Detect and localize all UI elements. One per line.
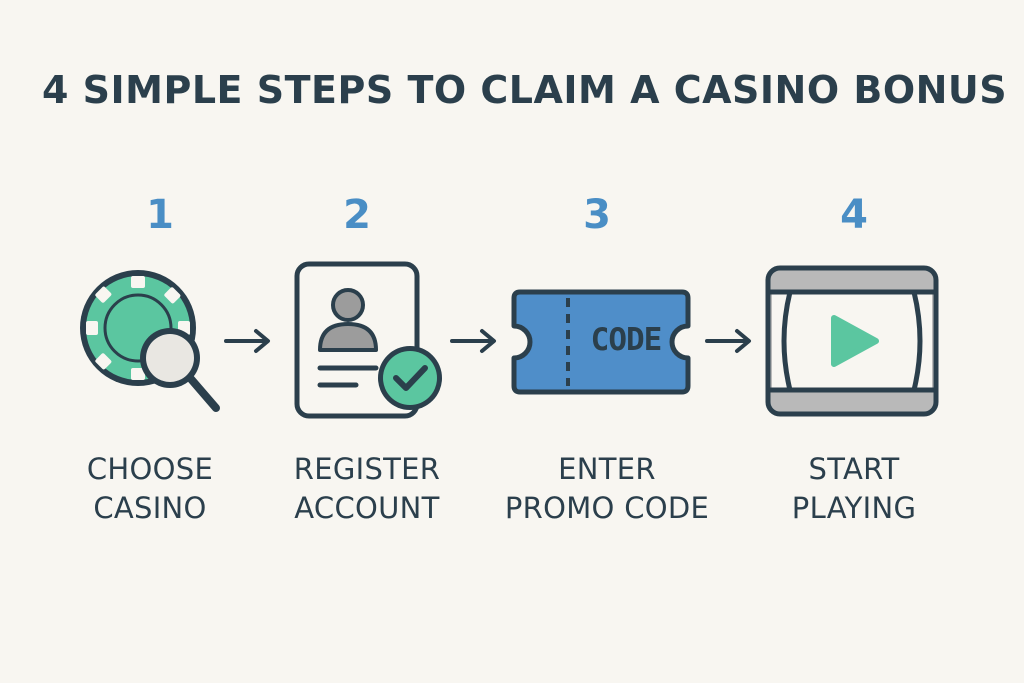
arrow-right-icon xyxy=(450,329,496,353)
step-3-label-line1: ENTER xyxy=(558,452,656,486)
casino-chip-search-icon xyxy=(80,270,220,412)
ticket-code-text: CODE xyxy=(590,322,663,358)
step-1-label-line1: CHOOSE xyxy=(86,452,214,486)
step-3-label: ENTER PROMO CODE xyxy=(487,450,727,528)
step-2-number: 2 xyxy=(343,192,371,238)
play-screen-icon xyxy=(765,265,939,417)
arrow-right-icon xyxy=(224,329,270,353)
step-3-label-line2: PROMO CODE xyxy=(504,491,710,525)
step-4-label-line2: PLAYING xyxy=(791,491,917,525)
step-4-label: START PLAYING xyxy=(734,450,974,528)
step-2-label: REGISTER ACCOUNT xyxy=(247,450,487,528)
arrow-right-icon xyxy=(705,329,751,353)
step-3-number: 3 xyxy=(583,192,611,238)
page-title: 4 SIMPLE STEPS TO CLAIM A CASINO BONUS xyxy=(42,68,1008,112)
step-1-number: 1 xyxy=(146,192,174,238)
account-form-check-icon xyxy=(294,261,442,419)
step-1-label: CHOOSE CASINO xyxy=(30,450,270,528)
promo-code-ticket-icon: CODE xyxy=(510,288,692,396)
step-1-label-line2: CASINO xyxy=(93,491,207,525)
step-2-label-line2: ACCOUNT xyxy=(294,491,440,525)
step-4-number: 4 xyxy=(840,192,868,238)
step-4-label-line1: START xyxy=(808,452,900,486)
step-2-label-line1: REGISTER xyxy=(293,452,441,486)
